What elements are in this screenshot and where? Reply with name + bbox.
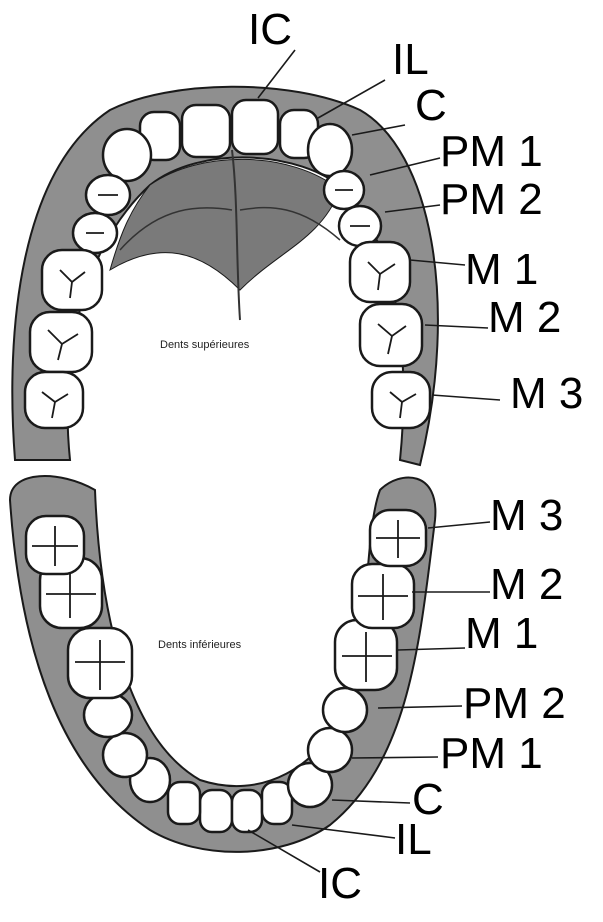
tooth-lower-central-incisor [200,790,232,832]
tooth-upper-molar [350,242,410,302]
tooth-lower-premolar [308,728,352,772]
tooth-upper-central-incisor [232,100,278,154]
tooth-upper-canine [103,129,151,181]
tooth-upper-central-incisor [182,105,230,157]
label-lower-ic: IC [318,862,362,906]
tooth-lower-premolar [84,693,132,737]
tooth-lower-premolar [103,733,147,777]
label-lower-m3: M 3 [490,494,563,538]
label-lower-m2: M 2 [490,563,563,607]
lower-caption: Dents inférieures [158,639,242,651]
label-upper-m3: M 3 [510,372,583,416]
tooth-upper-molar [42,250,102,310]
label-upper-il: IL [392,38,429,82]
upper-caption: Dents supérieures [160,339,250,351]
label-upper-c: C [415,84,447,128]
label-upper-pm1: PM 1 [440,130,543,174]
label-upper-ic: IC [248,8,292,52]
label-lower-il: IL [395,818,432,862]
label-lower-m1: M 1 [465,612,538,656]
label-upper-m2: M 2 [488,296,561,340]
tooth-lower-central-incisor [232,790,262,832]
lower-arch: Dents inférieures [10,476,435,852]
upper-arch: Dents supérieures [12,87,438,465]
label-lower-pm1: PM 1 [440,732,543,776]
label-upper-pm2: PM 2 [440,178,543,222]
label-lower-pm2: PM 2 [463,682,566,726]
tooth-upper-molar [25,372,83,428]
tooth-upper-canine [308,124,352,176]
tooth-lower-premolar [323,688,367,732]
tooth-lower-lateral-incisor [168,782,200,824]
label-upper-m1: M 1 [465,248,538,292]
